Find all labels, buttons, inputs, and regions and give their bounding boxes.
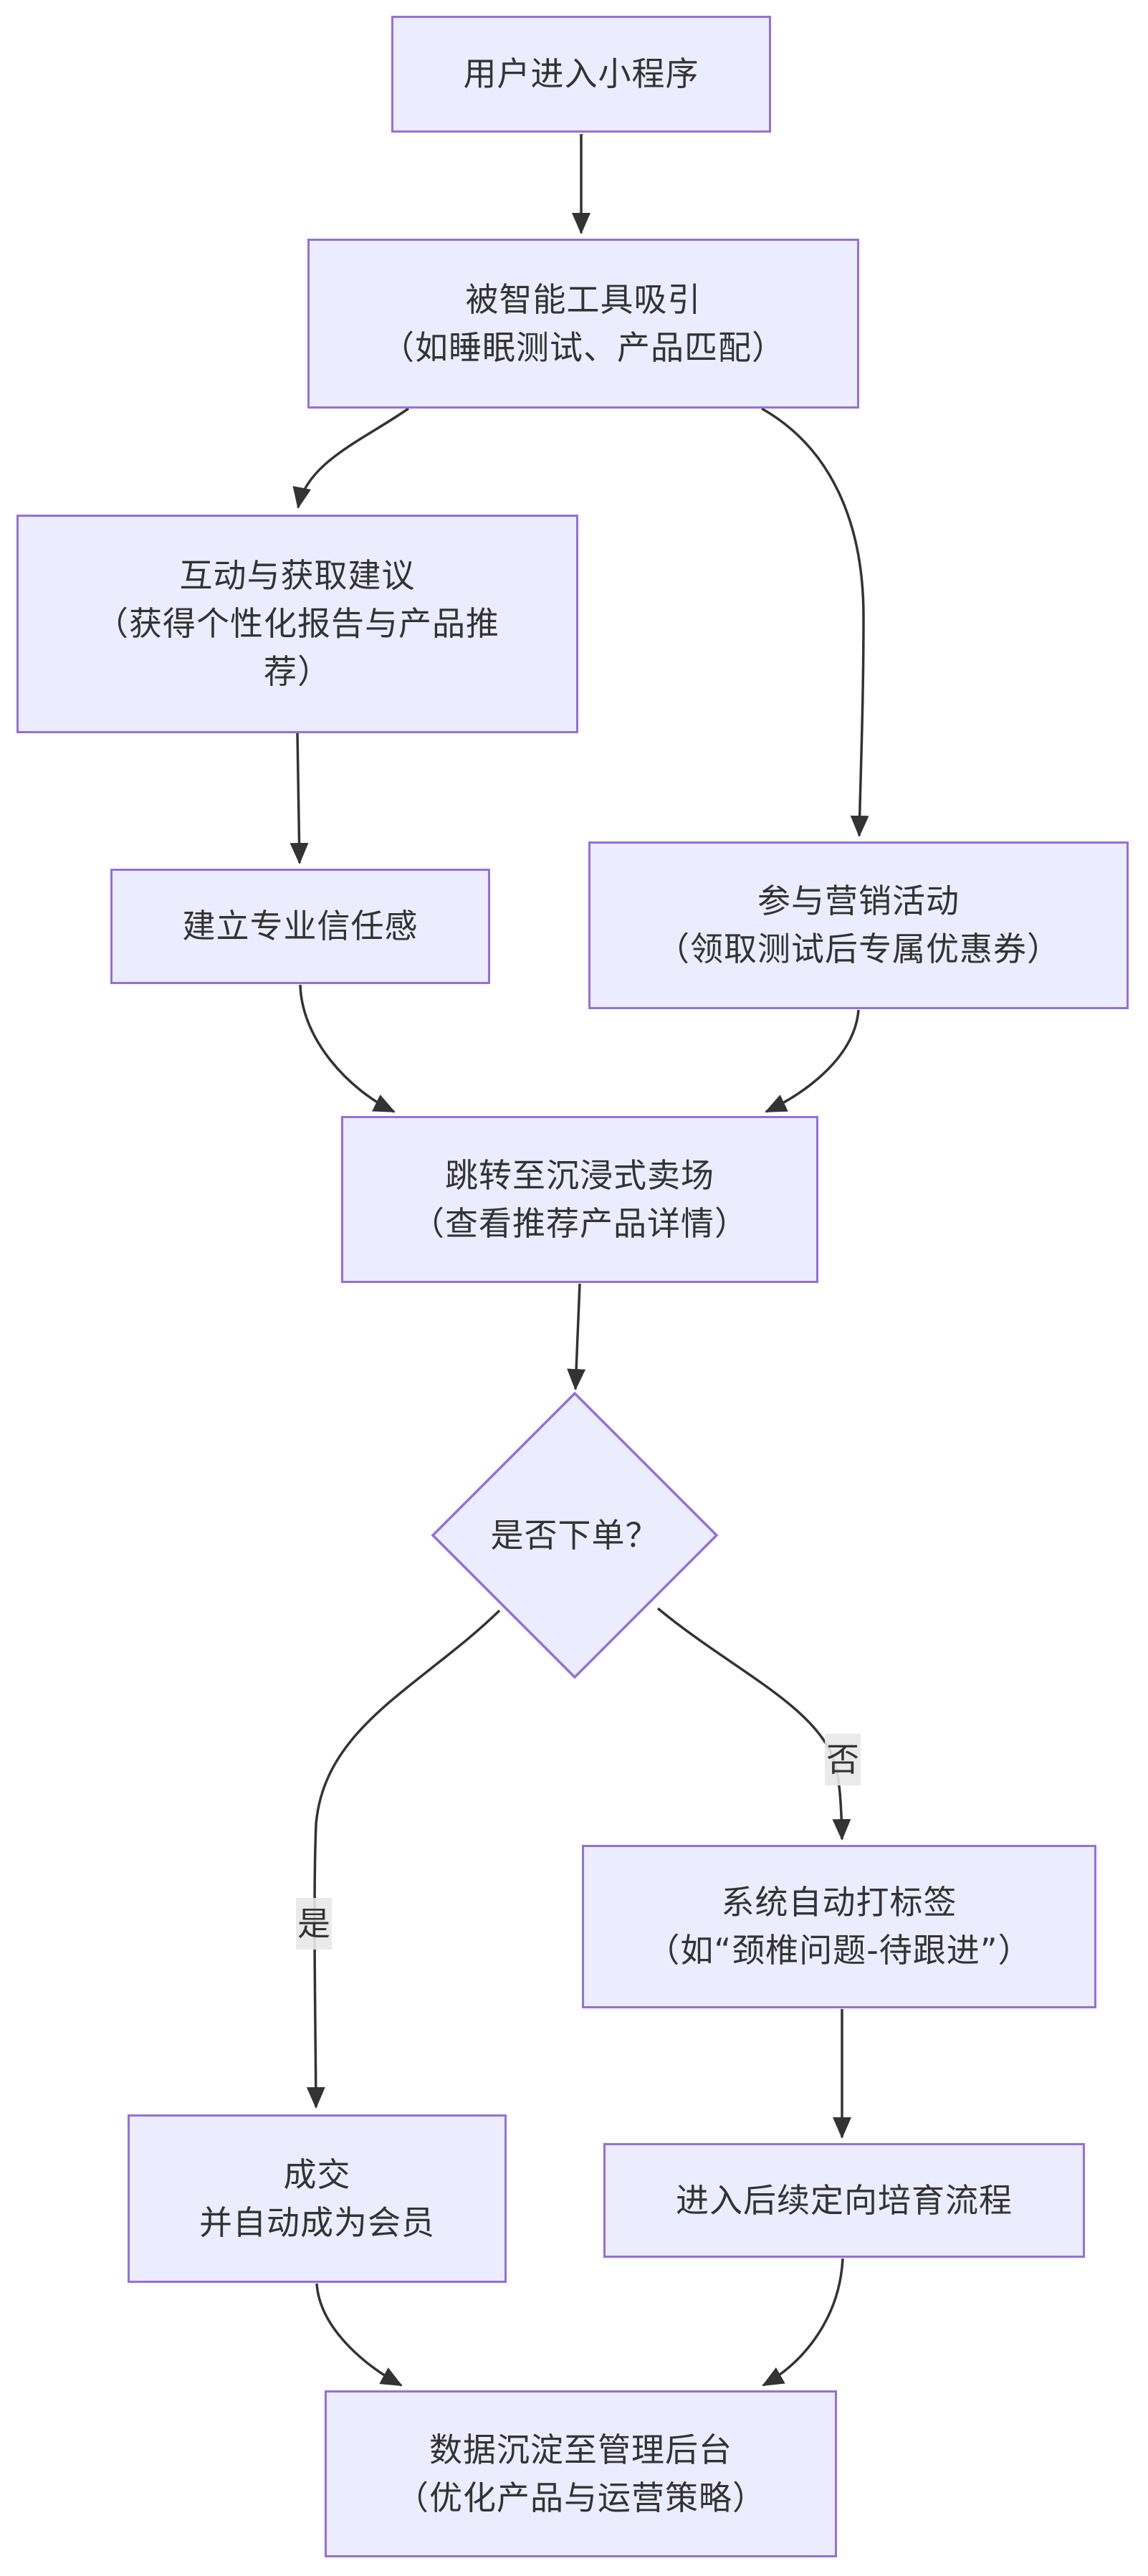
node-data-to-backend: 数据沉淀至管理后台 （优化产品与运营策略）: [325, 2390, 837, 2557]
node-auto-tagging: 系统自动打标签 （如“颈椎问题-待跟进”）: [582, 1845, 1096, 2008]
node-interact-get-advice: 互动与获取建议 （获得个性化报告与产品推 荐）: [16, 515, 578, 733]
edge-decide-to-tagging: [656, 1607, 851, 1841]
edge-advice-to-trust: [290, 733, 309, 864]
node-marketing-activity: 参与营销活动 （领取测试后专属优惠券）: [588, 841, 1129, 1009]
node-attracted-by-tools: 被智能工具吸引 （如睡眠测试、产品匹配）: [307, 239, 859, 409]
node-deal-become-member: 成交 并自动成为会员: [128, 2114, 507, 2283]
node-enter-miniprogram: 用户进入小程序: [391, 16, 771, 133]
edge-tools-to-market: [761, 407, 869, 837]
edge-store-to-decide: [567, 1283, 586, 1390]
edge-trust-to-store: [299, 984, 396, 1113]
edge-nurture-to-backend: [762, 2258, 844, 2387]
node-build-trust: 建立专业信任感: [110, 869, 490, 984]
edge-label-yes: 是: [296, 1898, 332, 1950]
node-order-decision: 是否下单？: [490, 1515, 659, 1555]
edge-tools-to-advice: [292, 407, 409, 509]
edge-decide-to-deal: [306, 1609, 501, 2109]
edge-market-to-store: [765, 1009, 860, 1113]
edge-label-no: 否: [825, 1734, 861, 1785]
node-immersive-store: 跳转至沉浸式卖场 （查看推荐产品详情）: [341, 1116, 818, 1283]
node-nurture-flow: 进入后续定向培育流程: [603, 2143, 1085, 2258]
decision-diamond: [431, 1391, 719, 1679]
edge-deal-to-backend: [315, 2283, 403, 2387]
